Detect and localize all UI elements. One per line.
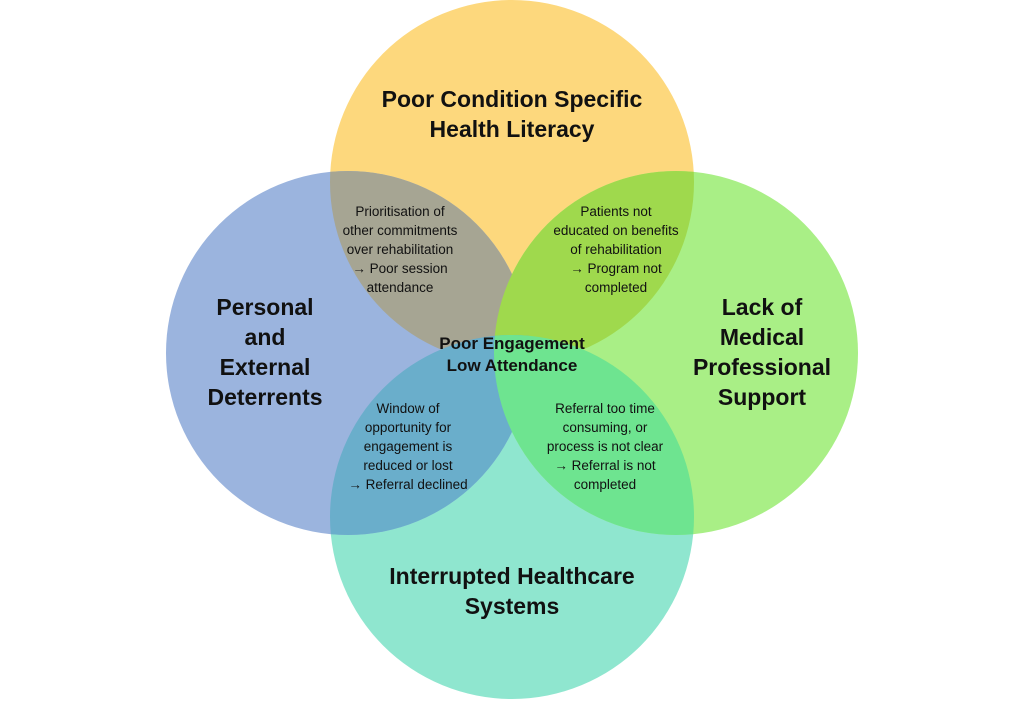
top-circle-label: Poor Condition Specific Health Literacy <box>381 86 643 142</box>
center-label: Poor Engagement Low Attendance <box>439 334 585 375</box>
right-circle-label: Lack of Medical Professional Support <box>692 294 832 410</box>
overlap-bottom-left-text: Window of opportunity for engagement is … <box>348 401 468 492</box>
bottom-circle-label: Interrupted Healthcare Systems <box>389 563 635 619</box>
overlap-bottom-right-text: Referral too time consuming, or process … <box>546 401 664 492</box>
left-circle-label: Personal and External Deterrents <box>207 294 323 410</box>
overlap-top-right-text: Patients not educated on benefits of reh… <box>553 204 679 295</box>
overlap-top-left-text: Prioritisation of other commitments over… <box>342 204 458 295</box>
